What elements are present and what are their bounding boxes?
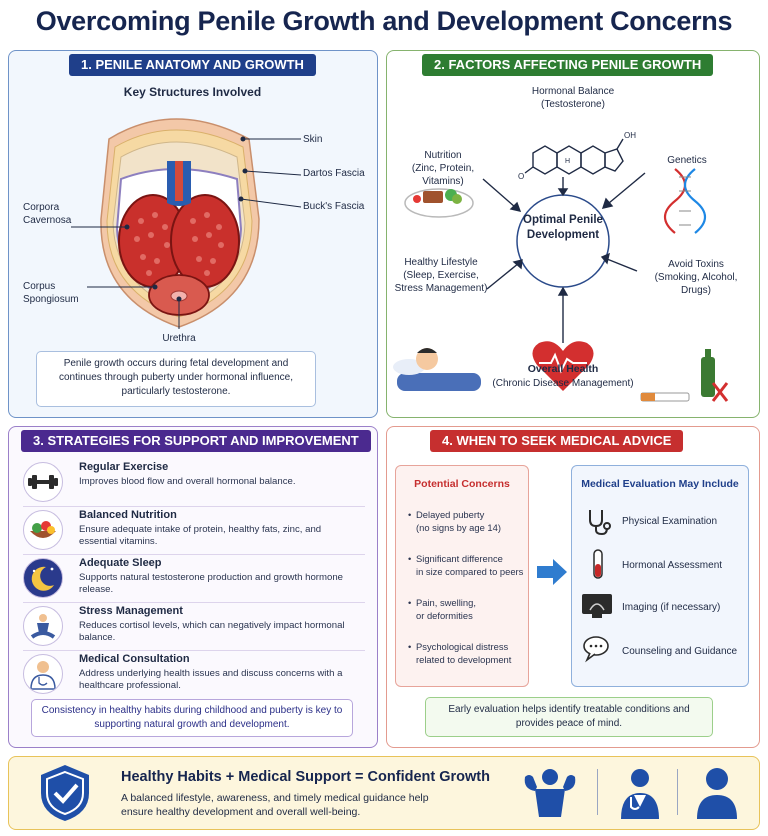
strong-person-icon — [524, 769, 576, 817]
strategy-desc: Reduces cortisol levels, which can negat… — [79, 620, 345, 643]
strategy-title: Stress Management — [79, 605, 183, 617]
evaluation-item: Counseling and Guidance — [622, 646, 738, 657]
factor-hormonal-balance: Hormonal Balance (Testosterone) — [531, 86, 615, 110]
food-bowl-icon — [23, 510, 63, 550]
sleeping-person-icon — [393, 348, 481, 391]
strategy-item: Adequate Sleep Supports natural testoste… — [23, 555, 365, 603]
panel-factors-header: 2. FACTORS AFFECTING PENILE GROWTH — [422, 54, 714, 76]
concerns-box: Potential Concerns •Delayed puberty (no … — [395, 465, 529, 687]
concern-item: •Significant difference in size compared… — [408, 553, 524, 577]
evaluation-item: Imaging (if necessary) — [622, 602, 721, 613]
toxins-icon — [640, 349, 729, 402]
panel-strategies-header: 3. STRATEGIES FOR SUPPORT AND IMPROVEMEN… — [21, 430, 371, 452]
factor-nutrition: Nutrition (Zinc, Protein, Vitamins) — [411, 150, 475, 187]
medical-advice-note: Early evaluation helps identify treatabl… — [425, 697, 713, 737]
arrow-right-icon — [537, 559, 567, 585]
label-bucks-fascia: Buck's Fascia — [303, 201, 365, 212]
label-dartos-fascia: Dartos Fascia — [303, 168, 365, 179]
concern-item: •Psychological distress related to devel… — [408, 641, 512, 665]
factor-genetics: Genetics — [667, 155, 707, 166]
strategy-desc: Ensure adequate intake of protein, healt… — [79, 524, 322, 547]
molecule-h-text: H — [565, 158, 570, 165]
strategy-title: Balanced Nutrition — [79, 509, 177, 521]
test-tube-icon — [593, 549, 603, 579]
factor-overall-health: Overall Health — [527, 363, 599, 375]
heart-icon — [532, 341, 594, 391]
concern-item: •Pain, swelling, or deformities — [408, 597, 476, 621]
evaluation-item: Hormonal Assessment — [622, 560, 723, 571]
dna-icon — [663, 168, 707, 234]
strategy-item: Stress Management Reduces cortisol level… — [23, 603, 365, 651]
footer-text: A balanced lifestyle, awareness, and tim… — [121, 792, 429, 818]
footer-headline: Healthy Habits + Medical Support = Confi… — [121, 769, 490, 785]
strategy-desc: Address underlying health issues and dis… — [79, 668, 343, 691]
ultrasound-monitor-icon — [582, 594, 612, 618]
panel-factors: 2. FACTORS AFFECTING PENILE GROWTH Hormo… — [386, 50, 760, 418]
stethoscope-icon — [589, 510, 611, 536]
molecule-o-text: O — [518, 172, 524, 181]
concern-text: Delayed puberty (no signs by age 14) — [416, 509, 501, 533]
optimal-development-center: Optimal Penile Development — [523, 214, 603, 241]
label-corpora-cavernosa: Corpora Cavernosa — [23, 202, 72, 226]
label-urethra: Urethra — [162, 333, 196, 344]
strategy-title: Medical Consultation — [79, 653, 190, 665]
evaluation-title: Medical Evaluation May Include — [581, 478, 739, 490]
evaluation-box: Medical Evaluation May Include Physical … — [571, 465, 749, 687]
meditation-icon — [23, 606, 63, 646]
moon-icon — [23, 558, 63, 598]
concern-item: •Delayed puberty (no signs by age 14) — [408, 509, 501, 533]
panel-medical-advice-header: 4. WHEN TO SEEK MEDICAL ADVICE — [430, 430, 684, 452]
molecule-oh-text: OH — [624, 131, 636, 140]
footer-divider — [677, 769, 678, 815]
strategy-item: Balanced Nutrition Ensure adequate intak… — [23, 507, 365, 555]
panel-anatomy: 1. PENILE ANATOMY AND GROWTH Key Structu… — [8, 50, 378, 418]
dumbbell-icon — [23, 462, 63, 502]
panel-anatomy-header: 1. PENILE ANATOMY AND GROWTH — [69, 54, 316, 76]
doctor-icon — [621, 769, 659, 819]
label-skin: Skin — [303, 134, 323, 145]
footer-banner: Healthy Habits + Medical Support = Confi… — [8, 756, 760, 830]
anatomy-note: Penile growth occurs during fetal develo… — [36, 351, 316, 407]
panel-medical-advice: 4. WHEN TO SEEK MEDICAL ADVICE Potential… — [386, 426, 760, 748]
label-corpus-spongiosum: Corpus Spongiosum — [23, 281, 79, 305]
factor-overall-health-sub: (Chronic Disease Management) — [492, 378, 634, 389]
page-title: Overcoming Penile Growth and Development… — [35, 6, 733, 36]
concern-text: Pain, swelling, or deformities — [416, 597, 476, 621]
factor-healthy-lifestyle: Healthy Lifestyle (Sleep, Exercise, Stre… — [394, 257, 488, 294]
concern-text: Significant difference in size compared … — [416, 553, 524, 577]
footer-divider — [597, 769, 598, 815]
doctor-icon — [23, 654, 63, 694]
chat-bubbles-icon — [583, 636, 609, 663]
panel-strategies: 3. STRATEGIES FOR SUPPORT AND IMPROVEMEN… — [8, 426, 378, 748]
factor-avoid-toxins: Avoid Toxins (Smoking, Alcohol, Drugs) — [654, 259, 738, 296]
strategies-note: Consistency in healthy habits during chi… — [31, 699, 353, 737]
strategy-item: Regular Exercise Improves blood flow and… — [23, 459, 365, 507]
concerns-title: Potential Concerns — [414, 478, 510, 490]
shield-check-icon — [41, 765, 89, 821]
strategy-item: Medical Consultation Address underlying … — [23, 651, 365, 699]
testosterone-molecule-icon — [524, 138, 624, 175]
strategy-desc: Improves blood flow and overall hormonal… — [79, 476, 296, 487]
anatomy-subheader: Key Structures Involved — [123, 85, 262, 99]
strategy-title: Regular Exercise — [79, 461, 169, 473]
person-icon — [697, 768, 737, 819]
food-plate-icon — [404, 188, 474, 218]
factors-diagram: OH O H — [393, 131, 729, 402]
concern-text: Psychological distress related to develo… — [416, 641, 512, 665]
strategy-title: Adequate Sleep — [79, 557, 162, 569]
strategy-desc: Supports natural testosterone production… — [79, 572, 343, 595]
evaluation-item: Physical Examination — [622, 516, 718, 527]
penile-cross-section-illustration — [71, 118, 302, 329]
